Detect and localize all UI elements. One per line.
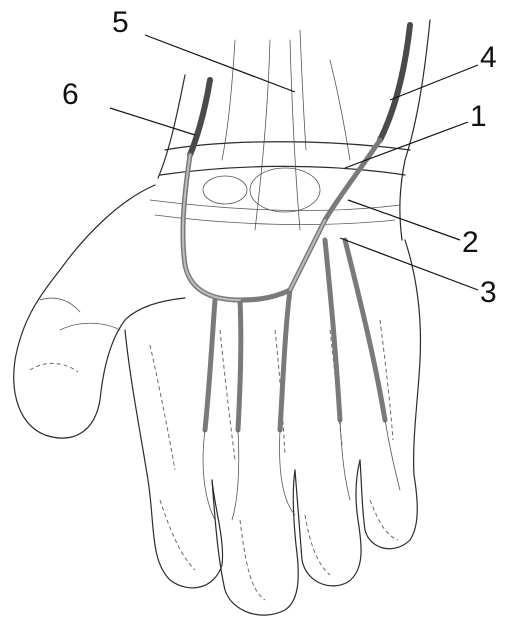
label-3: 3 xyxy=(480,276,497,309)
leader-5 xyxy=(145,35,295,92)
leader-3 xyxy=(340,238,478,290)
leader-2 xyxy=(348,200,460,240)
label-2: 2 xyxy=(462,226,479,259)
leader-6 xyxy=(110,108,195,135)
callout-labels: 5 6 4 1 2 3 xyxy=(62,6,497,309)
label-1: 1 xyxy=(470,100,487,133)
label-5: 5 xyxy=(112,6,129,39)
hand-outline xyxy=(14,185,421,615)
label-6: 6 xyxy=(62,78,79,111)
callout-leaders xyxy=(110,35,478,290)
label-4: 4 xyxy=(480,41,497,74)
veins-and-arteries xyxy=(183,25,410,520)
